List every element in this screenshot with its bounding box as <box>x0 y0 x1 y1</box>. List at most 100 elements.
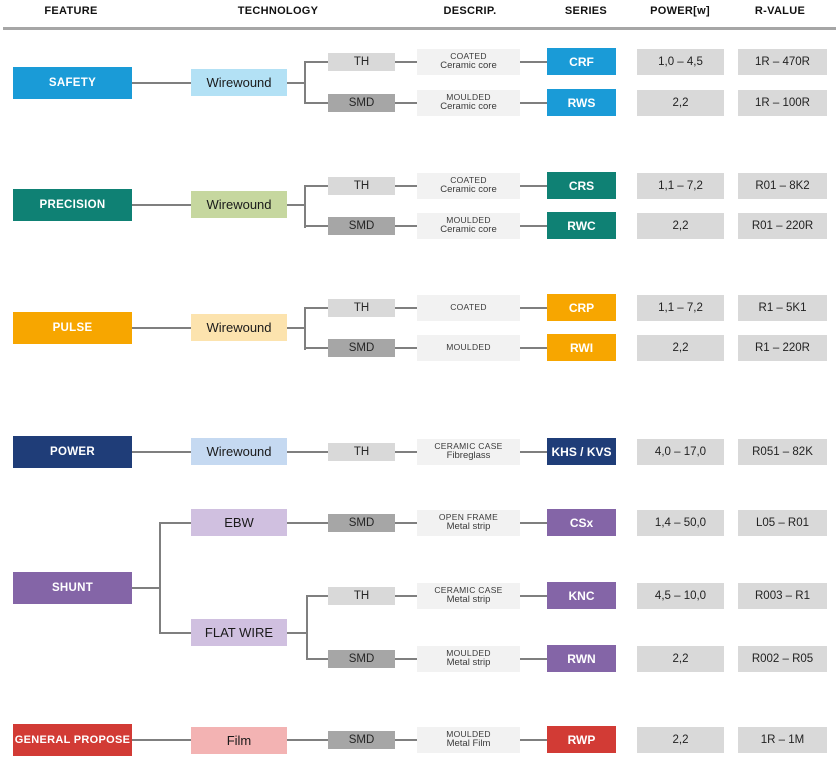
connector-line <box>159 522 191 524</box>
mount-box-th: TH <box>328 587 395 605</box>
connector-line <box>520 61 547 63</box>
series-box: CRF <box>547 48 616 75</box>
series-box: KNC <box>547 582 616 609</box>
series-box: CSx <box>547 509 616 536</box>
connector-line <box>395 739 417 741</box>
mount-box-smd: SMD <box>328 339 395 357</box>
connector-line <box>159 522 161 634</box>
connector-line <box>159 632 191 634</box>
descrip-box: COATED Ceramic core <box>417 173 520 199</box>
connector-line <box>395 347 417 349</box>
connector-line <box>395 225 417 227</box>
connector-line <box>304 347 328 349</box>
descrip-line2: Metal Film <box>446 738 491 750</box>
connector-line <box>306 595 328 597</box>
mount-box-smd: SMD <box>328 217 395 235</box>
connector-line <box>304 61 328 63</box>
descrip-line1: MOULDED <box>446 728 491 739</box>
feature-box-pulse: PULSE <box>13 312 132 344</box>
connector-line <box>395 451 417 453</box>
power-box: 2,2 <box>637 213 724 239</box>
technology-box: Film <box>191 727 287 754</box>
rvalue-box: 1R – 1M <box>738 727 827 753</box>
connector-line <box>132 451 191 453</box>
rvalue-box: R01 – 8K2 <box>738 173 827 199</box>
rvalue-box: R002 – R05 <box>738 646 827 672</box>
connector-line <box>395 658 417 660</box>
technology-box-ebw: EBW <box>191 509 287 536</box>
connector-line <box>304 102 328 104</box>
series-box: KHS / KVS <box>547 438 616 465</box>
connector-line <box>304 185 328 187</box>
descrip-line1: MOULDED <box>446 91 491 102</box>
descrip-line2: Fibreglass <box>446 450 491 462</box>
connector-line <box>520 307 547 309</box>
connector-line <box>520 658 547 660</box>
column-header-series: SERIES <box>564 5 608 17</box>
connector-line <box>132 327 191 329</box>
descrip-line2: Metal strip <box>446 657 491 669</box>
technology-box: Wirewound <box>191 314 287 341</box>
descrip-box: MOULDED <box>417 335 520 361</box>
column-header-technology: TECHNOLOGY <box>237 5 319 17</box>
series-box: RWP <box>547 726 616 753</box>
feature-box-safety: SAFETY <box>13 67 132 99</box>
mount-box-th: TH <box>328 299 395 317</box>
series-box: RWI <box>547 334 616 361</box>
descrip-line1: MOULDED <box>446 342 491 353</box>
descrip-line2: Ceramic core <box>440 101 497 113</box>
rvalue-box: R1 – 5K1 <box>738 295 827 321</box>
descrip-line2: Ceramic core <box>440 224 497 236</box>
power-box: 1,1 – 7,2 <box>637 295 724 321</box>
connector-line <box>395 102 417 104</box>
descrip-box: CERAMIC CASE Metal strip <box>417 583 520 609</box>
descrip-line1: MOULDED <box>446 214 491 225</box>
connector-line <box>132 587 161 589</box>
connector-line <box>520 347 547 349</box>
descrip-line1: COATED <box>450 174 487 185</box>
mount-box-smd: SMD <box>328 731 395 749</box>
connector-line <box>395 61 417 63</box>
power-box: 2,2 <box>637 646 724 672</box>
rvalue-box: R1 – 220R <box>738 335 827 361</box>
connector-line <box>287 632 308 634</box>
technology-box: Wirewound <box>191 191 287 218</box>
descrip-line1: COATED <box>450 302 487 313</box>
connector-line <box>520 522 547 524</box>
feature-box-power: POWER <box>13 436 132 468</box>
technology-box: Wirewound <box>191 438 287 465</box>
column-header-power: POWER[w] <box>650 5 710 17</box>
power-box: 1,0 – 4,5 <box>637 49 724 75</box>
connector-line <box>395 522 417 524</box>
connector-line <box>287 327 306 329</box>
connector-line <box>395 595 417 597</box>
connector-line <box>132 204 191 206</box>
descrip-box: OPEN FRAME Metal strip <box>417 510 520 536</box>
connector-line <box>287 522 328 524</box>
power-box: 1,4 – 50,0 <box>637 510 724 536</box>
power-box: 2,2 <box>637 727 724 753</box>
connector-line <box>395 185 417 187</box>
power-box: 4,5 – 10,0 <box>637 583 724 609</box>
column-header-rvalue: R-VALUE <box>754 5 806 17</box>
descrip-box: MOULDED Ceramic core <box>417 90 520 116</box>
descrip-line2: Ceramic core <box>440 60 497 72</box>
connector-line <box>520 102 547 104</box>
connector-line <box>287 82 306 84</box>
power-box: 2,2 <box>637 335 724 361</box>
rvalue-box: 1R – 100R <box>738 90 827 116</box>
connector-line <box>520 451 547 453</box>
mount-box-smd: SMD <box>328 94 395 112</box>
connector-line <box>306 658 328 660</box>
descrip-line1: CERAMIC CASE <box>434 440 503 451</box>
connector-line <box>132 739 191 741</box>
descrip-line2: Ceramic core <box>440 184 497 196</box>
mount-box-smd: SMD <box>328 514 395 532</box>
descrip-line1: CERAMIC CASE <box>434 584 503 595</box>
technology-box-flatwire: FLAT WIRE <box>191 619 287 646</box>
rvalue-box: R003 – R1 <box>738 583 827 609</box>
series-box: CRP <box>547 294 616 321</box>
rvalue-box: R051 – 82K <box>738 439 827 465</box>
column-header-feature: FEATURE <box>44 5 98 17</box>
header-separator <box>3 27 836 30</box>
